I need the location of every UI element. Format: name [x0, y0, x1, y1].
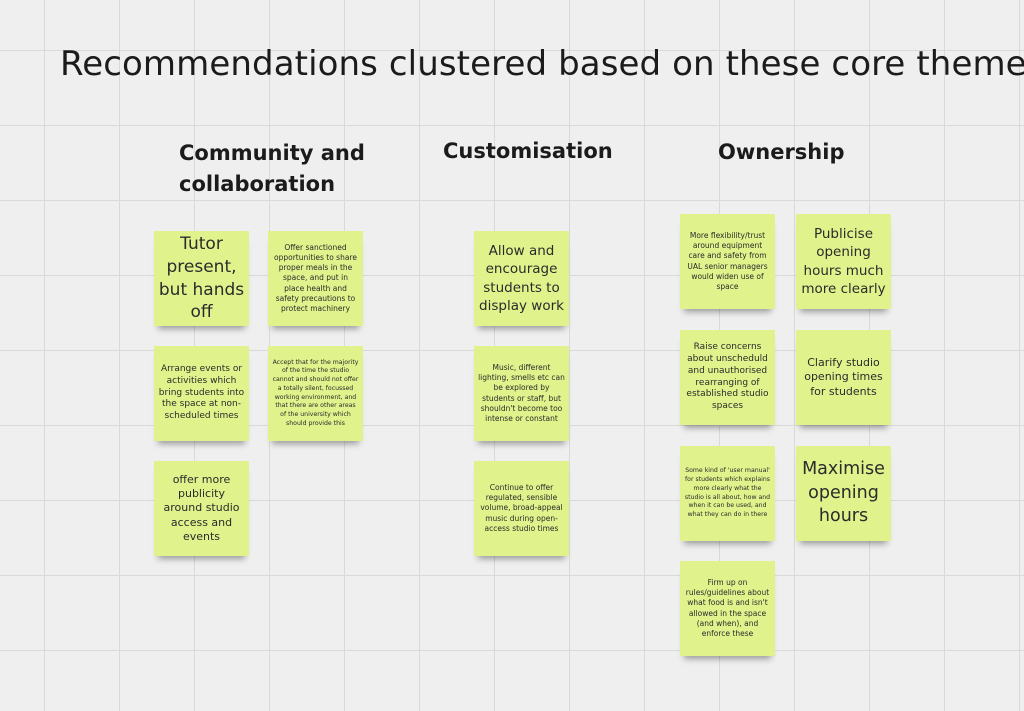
heading-community-line1: Community and — [179, 141, 365, 165]
sticky-note-text: Tutor present, but hands off — [158, 233, 245, 323]
sticky-note[interactable]: Firm up on rules/guidelines about what f… — [680, 561, 775, 656]
sticky-note[interactable]: Continue to offer regulated, sensible vo… — [474, 461, 569, 556]
sticky-note-text: Clarify studio opening times for student… — [804, 356, 883, 398]
sticky-note[interactable]: Allow and encourage students to display … — [474, 231, 569, 326]
sticky-note[interactable]: More flexibility/trust around equipment … — [680, 214, 775, 309]
sticky-note[interactable]: Clarify studio opening times for student… — [796, 330, 891, 425]
sticky-note-text: Arrange events or activities which bring… — [158, 364, 245, 422]
sticky-note-text: Firm up on rules/guidelines about what f… — [685, 578, 770, 638]
sticky-note-text: Maximise opening hours — [802, 459, 885, 527]
sticky-note[interactable]: Maximise opening hours — [796, 446, 891, 541]
sticky-note[interactable]: Publicise opening hours much more clearl… — [796, 214, 891, 309]
sticky-note-text: Offer sanctioned opportunities to share … — [274, 243, 357, 313]
sticky-note[interactable]: Arrange events or activities which bring… — [154, 346, 249, 441]
sticky-note-text: Raise concerns about unscheduld and unau… — [686, 342, 769, 411]
heading-community: Community and collaboration — [179, 138, 365, 200]
sticky-note[interactable]: Accept that for the majority of the time… — [268, 346, 363, 441]
heading-customisation: Customisation — [443, 139, 613, 163]
sticky-note-text: More flexibility/trust around equipment … — [687, 231, 768, 291]
sticky-note[interactable]: Tutor present, but hands off — [154, 231, 249, 326]
sticky-note[interactable]: Raise concerns about unscheduld and unau… — [680, 330, 775, 425]
heading-ownership: Ownership — [718, 140, 845, 164]
sticky-note-text: Allow and encourage students to display … — [479, 243, 564, 314]
sticky-note[interactable]: offer more publicity around studio acces… — [154, 461, 249, 556]
sticky-note-text: Accept that for the majority of the time… — [272, 358, 359, 427]
sticky-note-text: Some kind of 'user manual' for students … — [684, 467, 771, 518]
sticky-note[interactable]: Some kind of 'user manual' for students … — [680, 446, 775, 541]
sticky-note-text: offer more publicity around studio acces… — [163, 472, 240, 543]
board-title: Recommendations clustered based on these… — [60, 44, 1024, 84]
sticky-note-text: Publicise opening hours much more clearl… — [801, 226, 886, 297]
sticky-note-text: Continue to offer regulated, sensible vo… — [480, 483, 563, 533]
heading-community-line2: collaboration — [179, 172, 336, 196]
sticky-note[interactable]: Music, different lighting, smells etc ca… — [474, 346, 569, 441]
sticky-note[interactable]: Offer sanctioned opportunities to share … — [268, 231, 363, 326]
sticky-note-text: Music, different lighting, smells etc ca… — [478, 363, 565, 423]
